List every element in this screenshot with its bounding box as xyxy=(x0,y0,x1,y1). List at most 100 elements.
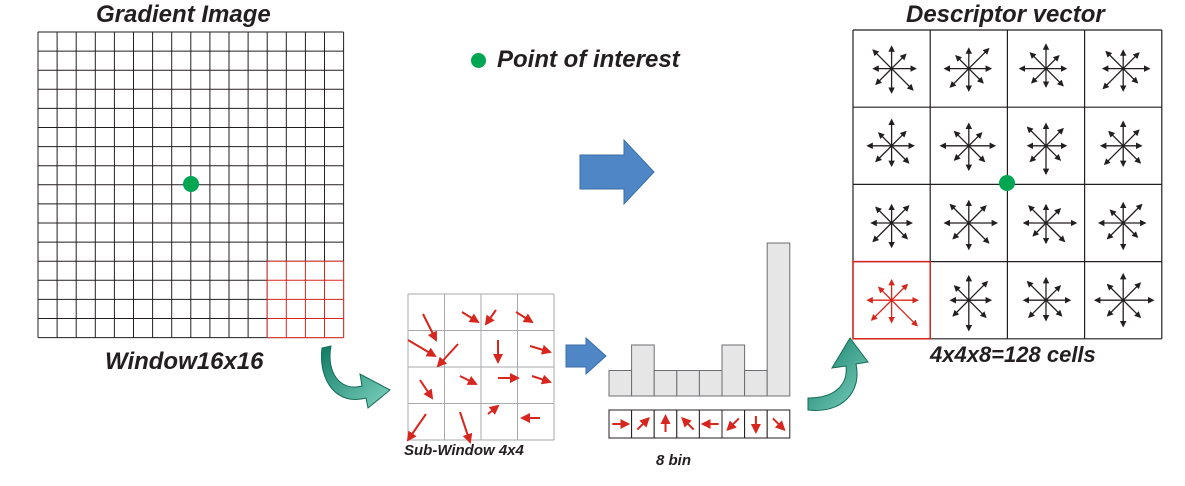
descriptor-orientation-arrow xyxy=(1029,52,1047,70)
histogram-bar xyxy=(721,344,746,397)
descriptor-orientation-arrow xyxy=(1108,130,1124,147)
descriptor-orientation-arrow xyxy=(891,299,918,327)
descriptor-orientation-arrow xyxy=(1106,283,1124,301)
histogram-bar xyxy=(766,242,791,397)
highlighted-descriptor-cell xyxy=(852,260,931,340)
bin-direction-arrow xyxy=(726,417,740,432)
histogram-bar xyxy=(653,370,678,397)
orientation-histogram xyxy=(608,242,791,397)
bin-direction-arrow xyxy=(681,416,695,431)
grid-point-of-interest xyxy=(183,176,199,192)
descriptor-orientation-arrow xyxy=(968,222,990,244)
histogram-bar xyxy=(744,370,768,397)
descriptor-orientation-arrow xyxy=(1122,145,1142,164)
descriptor-orientation-arrow xyxy=(872,222,893,243)
descriptor-orientation-arrow xyxy=(1122,222,1139,239)
descriptor-orientation-arrow xyxy=(949,68,970,88)
descriptor-orientation-arrow xyxy=(1122,282,1142,301)
descriptor-orientation-arrow xyxy=(968,205,987,224)
descriptor-orientation-arrow xyxy=(952,222,970,240)
descriptor-orientation-arrow xyxy=(1109,209,1124,224)
curved-arrow-icon-right xyxy=(807,337,869,411)
descriptor-orientation-arrow xyxy=(1028,299,1047,319)
gradient-image-title: Gradient Image xyxy=(96,1,271,28)
descriptor-orientation-arrow xyxy=(875,68,893,86)
descriptor-orientation-arrow xyxy=(1029,145,1047,163)
descriptor-orientation-arrow xyxy=(877,132,893,147)
histogram-bar xyxy=(608,370,633,397)
descriptor-orientation-arrow xyxy=(952,299,970,317)
descriptor-orientation-arrow xyxy=(891,68,914,91)
sub-window-grid xyxy=(406,293,555,444)
bin-direction-arrow xyxy=(636,416,650,431)
descriptor-orientation-arrow xyxy=(1105,50,1124,70)
descriptor-orientation-arrow xyxy=(968,132,983,147)
descriptor-orientation-arrow xyxy=(1106,299,1124,317)
descriptor-orientation-arrow xyxy=(1045,145,1062,161)
gradient-arrow xyxy=(529,344,552,355)
descriptor-orientation-arrow xyxy=(870,299,893,321)
big-arrow-icon xyxy=(579,138,655,206)
window-label: Window16x16 xyxy=(105,348,264,375)
descriptor-orientation-arrow xyxy=(968,299,987,319)
descriptor-orientation-arrow xyxy=(953,285,970,301)
gradient-arrow xyxy=(406,413,427,442)
descriptor-orientation-arrow xyxy=(891,205,910,224)
histogram-bar xyxy=(698,370,723,397)
descriptor-orientation-arrow xyxy=(1103,145,1124,166)
descriptor-orientation-arrow xyxy=(1045,54,1060,70)
descriptor-orientation-arrow xyxy=(953,130,970,147)
gradient-arrow xyxy=(419,379,434,400)
descriptor-orientation-arrow xyxy=(1045,127,1064,147)
descriptor-orientation-arrow xyxy=(949,203,970,224)
gradient-arrow xyxy=(436,343,459,368)
descriptor-orientation-arrow xyxy=(1028,205,1047,224)
descriptor-orientation-arrow xyxy=(968,47,990,70)
descriptor-vector-title: Descriptor vector xyxy=(906,1,1105,28)
gradient-arrow xyxy=(422,313,437,342)
descriptor-orientation-arrow xyxy=(1102,68,1124,90)
bin-direction-arrow xyxy=(772,417,786,432)
descriptor-orientation-arrow xyxy=(1032,222,1047,237)
descriptor-orientation-arrow xyxy=(891,130,907,147)
descriptor-orientation-arrow xyxy=(953,145,970,161)
descriptor-orientation-arrow xyxy=(1122,52,1140,70)
cells-count-label: 4x4x8=128 cells xyxy=(930,342,1096,367)
gradient-arrow xyxy=(487,404,500,415)
descriptor-orientation-arrow xyxy=(891,145,910,164)
point-of-interest-legend-dot xyxy=(471,53,486,68)
descriptor-orientation-arrow xyxy=(968,145,986,163)
descriptor-orientation-arrow xyxy=(875,145,893,163)
descriptor-orientation-arrow xyxy=(1122,129,1140,147)
gradient-arrow xyxy=(407,339,437,358)
point-of-interest-label: Point of interest xyxy=(497,46,680,73)
sub-window-label: Sub-Window 4x4 xyxy=(404,442,524,459)
small-arrow-icon xyxy=(565,336,607,376)
descriptor-orientation-arrow xyxy=(875,206,893,224)
histogram-bin-row xyxy=(608,409,791,439)
descriptor-orientation-arrow xyxy=(1045,285,1062,301)
gradient-arrow xyxy=(515,311,534,324)
descriptor-orientation-arrow xyxy=(1030,68,1047,84)
descriptor-orientation-arrow xyxy=(1122,203,1143,224)
descriptor-point-of-interest xyxy=(999,175,1015,191)
descriptor-orientation-arrow xyxy=(891,283,909,301)
descriptor-orientation-arrow xyxy=(872,49,893,70)
gradient-arrow xyxy=(461,311,480,324)
descriptor-orientation-arrow xyxy=(877,286,893,301)
descriptor-orientation-arrow xyxy=(1106,222,1124,240)
gradient-grid-16x16 xyxy=(37,31,345,339)
descriptor-orientation-arrow xyxy=(1122,299,1142,319)
descriptor-orientation-arrow xyxy=(1045,222,1066,243)
histogram-bar xyxy=(676,370,700,397)
descriptor-orientation-arrow xyxy=(1122,68,1139,84)
descriptor-orientation-arrow xyxy=(955,54,970,70)
gradient-arrow xyxy=(459,375,478,385)
descriptor-orientation-arrow xyxy=(891,53,907,70)
histogram-bar xyxy=(631,344,655,397)
descriptor-orientation-arrow xyxy=(968,68,984,84)
descriptor-orientation-arrow xyxy=(1026,126,1047,147)
descriptor-orientation-arrow xyxy=(968,280,989,301)
descriptor-orientation-arrow xyxy=(891,222,909,240)
